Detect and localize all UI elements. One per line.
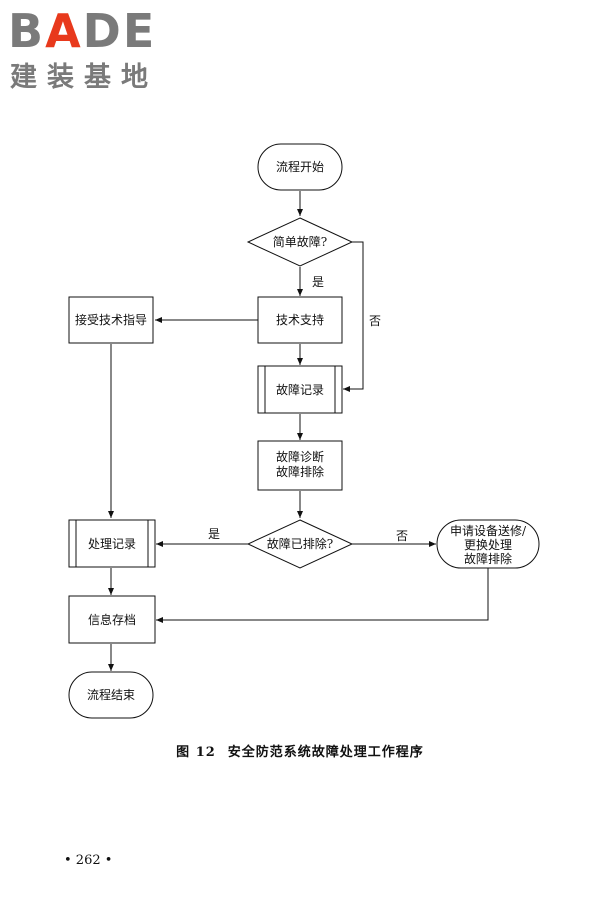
node-start-shape [257,143,343,191]
figure-caption: 图 12 安全防范系统故障处理工作程序 [0,741,600,760]
edge-repair-to-archive [156,568,489,623]
figure-number: 图 12 [176,745,216,760]
node-fault-cleared-label: 故障已排除? [267,536,333,551]
node-repair-label-line2: 更换处理 [464,538,512,552]
logo-letters-de: DE [82,4,157,58]
edge-simple-no [343,241,364,392]
node-diagnose-shape [257,440,343,491]
node-tech-support-label: 技术支持 [276,312,324,327]
node-simple-fault-shape [246,217,354,267]
node-receive-guidance-shape [68,296,154,344]
figure-title: 安全防范系统故障处理工作程序 [227,745,424,760]
node-repair-label-line1: 申请设备送修/ [450,523,527,538]
node-start-label: 流程开始 [276,159,324,174]
node-end-shape [68,671,154,719]
node-fault-record-label: 故障记录 [276,382,324,397]
edge-label-simple-no: 否 [369,314,381,328]
edge-label-simple-yes: 是 [312,275,324,289]
node-simple-fault-label: 简单故障? [273,234,327,249]
flowchart-edges [108,191,489,671]
logo-wordmark: BADE [8,6,156,56]
edge-label-cleared-no: 否 [396,529,408,543]
node-process-record-label: 处理记录 [88,537,136,551]
flowchart-edge-labels: 是 否 是 否 [208,275,408,543]
node-process-record-shape [68,519,156,568]
page-number: • 262 • [64,853,113,868]
node-diagnose-label-line2: 故障排除 [276,464,324,479]
bade-logo: BADE 建装基地 [8,6,178,96]
node-archive-label: 信息存档 [88,612,136,627]
predefined-process-bars [75,366,336,567]
node-end-label: 流程结束 [87,687,135,702]
node-fault-cleared-shape [246,519,354,569]
node-archive-shape [68,595,156,644]
flowchart-nodes [68,143,540,719]
node-repair-shape [436,519,540,569]
logo-subtitle: 建装基地 [10,62,158,93]
node-repair-label-line3: 故障排除 [464,551,512,566]
logo-letter-b: B [8,4,46,58]
edge-label-cleared-yes: 是 [208,527,220,541]
node-tech-support-shape [257,296,343,344]
node-receive-guidance-label: 接受技术指导 [75,312,147,327]
node-diagnose-label-line1: 故障诊断 [276,449,324,464]
node-fault-record-shape [257,365,343,414]
logo-letter-a-accent: A [45,4,83,58]
flowchart-labels: 流程开始 简单故障? 技术支持 接受技术指导 故障记录 故障诊断 故障排除 故障… [75,159,527,702]
